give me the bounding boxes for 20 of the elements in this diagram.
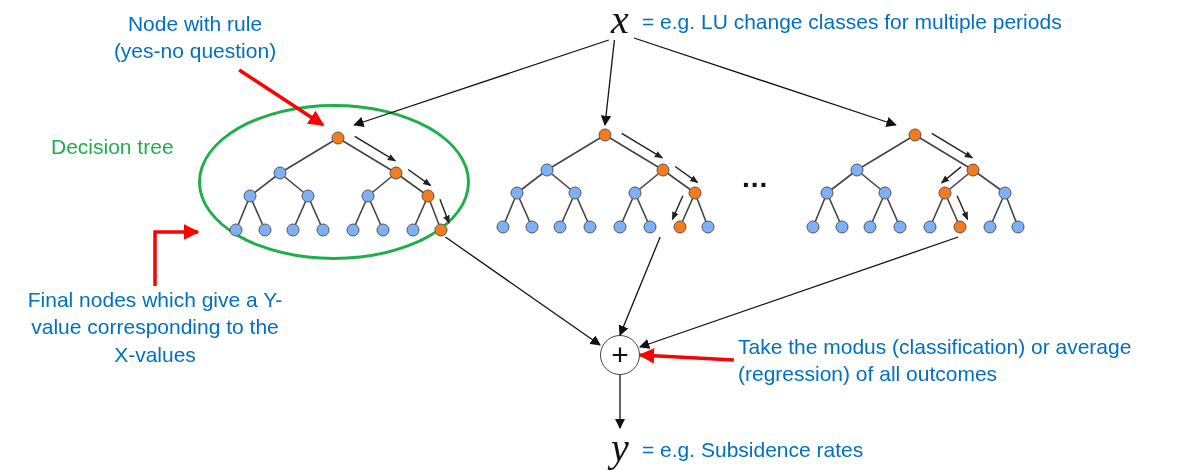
variable-description: = e.g. LU change classes for multiple periods — [642, 10, 1062, 34]
variable-symbol: x — [606, 0, 634, 40]
group-title: Decision tree — [51, 134, 174, 160]
arrow — [353, 39, 610, 127]
ellipsis: ... — [742, 162, 769, 194]
annotation-text: Final nodes which give a Y-value corresponding to the X-values — [25, 286, 285, 376]
arrow — [639, 236, 959, 349]
annotation-text: Take the modus (classification) or average (regression) of all outcomes — [738, 333, 1153, 393]
pointer-arrow — [638, 347, 734, 364]
variable-symbol: y — [606, 428, 634, 472]
arrow — [618, 236, 661, 336]
pointer-arrow — [153, 224, 200, 286]
annotation-text: Node with rule (yes-no question) — [110, 10, 280, 70]
arrow — [600, 39, 616, 127]
variable-description: = e.g. Subsidence rates — [642, 438, 864, 462]
arrow — [444, 236, 601, 346]
arrow — [633, 37, 897, 127]
arrow — [614, 374, 626, 430]
sum-circle: + — [600, 335, 640, 375]
pointer-arrow — [238, 68, 325, 127]
